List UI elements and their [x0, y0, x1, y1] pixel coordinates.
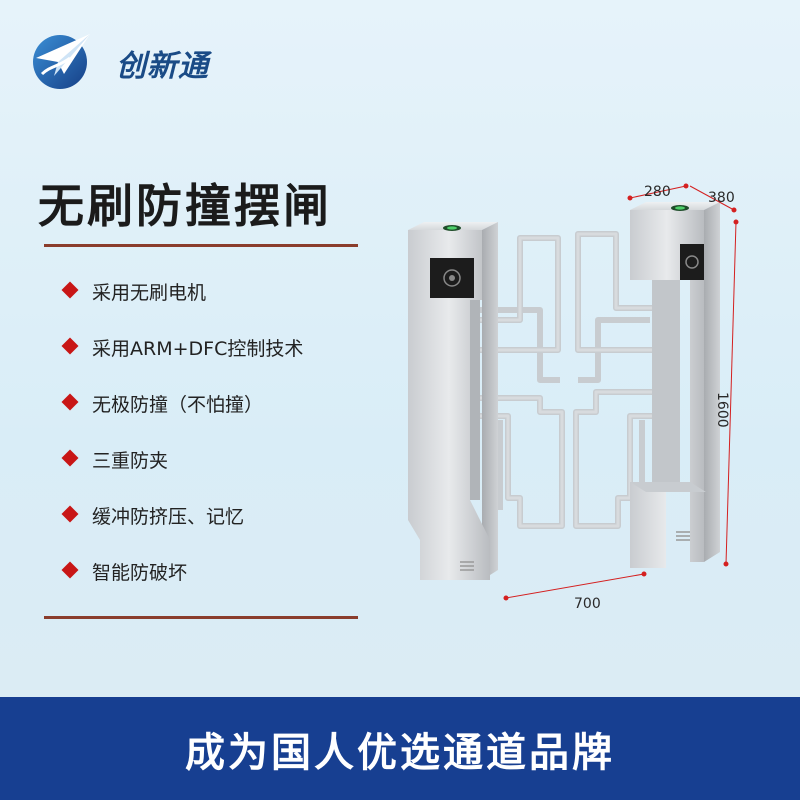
dimension-height: 1600 — [714, 392, 730, 428]
diamond-bullet-icon — [61, 393, 79, 411]
diamond-bullet-icon — [61, 281, 79, 299]
feature-list: 采用无刷电机 采用ARM+DFC控制技术 无极防撞（不怕撞） 三重防夹 缓冲防挤… — [60, 278, 303, 614]
left-gate-post — [408, 222, 498, 580]
dimension-lines — [503, 183, 739, 601]
paper-plane-logo-icon — [33, 34, 90, 89]
feature-divider — [44, 616, 358, 619]
feature-item: 采用无刷电机 — [60, 278, 303, 334]
feature-item: 智能防破坏 — [60, 558, 303, 614]
feature-label: 智能防破坏 — [92, 562, 188, 584]
card-reader-icon — [680, 244, 704, 280]
feature-label: 缓冲防挤压、记忆 — [92, 506, 245, 528]
feature-label: 采用无刷电机 — [92, 282, 207, 304]
brand-logo: 创新通 — [30, 28, 208, 92]
feature-item: 三重防夹 — [60, 446, 303, 502]
slogan-banner: 成为国人优选通道品牌 — [0, 697, 800, 800]
feature-label: 采用ARM+DFC控制技术 — [92, 338, 304, 360]
diamond-bullet-icon — [61, 561, 79, 579]
page-title: 无刷防撞摆闸 — [38, 179, 332, 233]
dimension-passage: 700 — [574, 596, 601, 612]
feature-item: 采用ARM+DFC控制技术 — [60, 334, 303, 390]
swing-gate-drawing — [408, 183, 739, 601]
feature-label: 三重防夹 — [92, 450, 169, 472]
slogan-text: 成为国人优选通道品牌 — [185, 729, 615, 776]
dimension-width: 380 — [708, 190, 735, 206]
feature-item: 缓冲防挤压、记忆 — [60, 502, 303, 558]
feature-item: 无极防撞（不怕撞） — [60, 390, 303, 446]
diamond-bullet-icon — [61, 337, 79, 355]
brand-name: 创新通 — [116, 49, 209, 84]
dimension-depth: 280 — [644, 184, 671, 200]
diamond-bullet-icon — [61, 505, 79, 523]
right-gate-post — [630, 202, 720, 568]
title-divider — [44, 244, 358, 247]
feature-label: 无极防撞（不怕撞） — [92, 394, 264, 416]
diamond-bullet-icon — [61, 449, 79, 467]
product-illustration: 280 380 1600 700 — [390, 180, 770, 620]
